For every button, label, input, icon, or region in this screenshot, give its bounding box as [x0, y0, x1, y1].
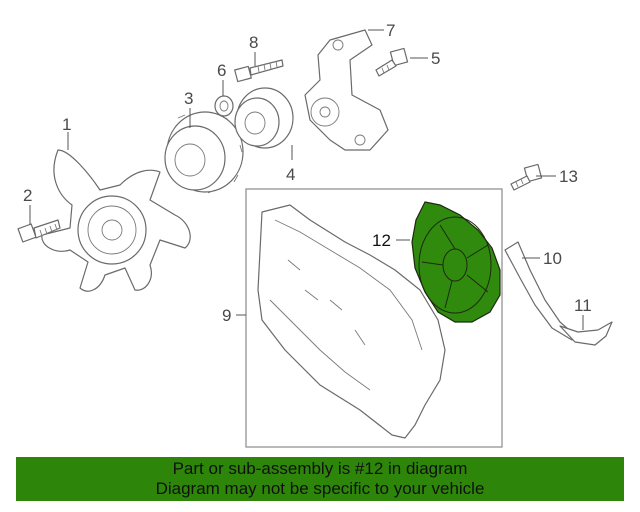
banner-line-2: Diagram may not be specific to your vehi…	[155, 479, 485, 498]
part-3-fan-clutch[interactable]	[164, 111, 244, 194]
callout-7: 7	[386, 21, 395, 40]
part-9-fan-shroud[interactable]	[257, 204, 446, 439]
callout-12: 12	[372, 231, 391, 250]
part-12-fan-motor-assembly[interactable]	[411, 201, 501, 323]
callout-8: 8	[249, 33, 258, 52]
part-5-bolt[interactable]	[375, 47, 409, 77]
part-10-bracket[interactable]	[504, 241, 577, 341]
callout-6: 6	[217, 61, 226, 80]
assembly-frame	[245, 188, 503, 448]
part-4-pulley[interactable]	[234, 87, 294, 149]
callout-10: 10	[543, 249, 562, 268]
part-8-bolt[interactable]	[234, 59, 284, 83]
part-2-bolt[interactable]	[17, 219, 61, 243]
leader-lines	[29, 29, 584, 330]
part-11-bracket[interactable]	[559, 321, 613, 346]
callout-5: 5	[431, 49, 440, 68]
callout-2: 2	[23, 186, 32, 205]
callout-9: 9	[222, 306, 231, 325]
banner-line-1: Part or sub-assembly is #12 in diagram	[172, 459, 468, 478]
part-1-fan-blade[interactable]	[41, 149, 191, 292]
callout-3: 3	[184, 89, 193, 108]
callout-13: 13	[559, 167, 578, 186]
callout-11: 11	[574, 296, 592, 315]
callout-4: 4	[286, 165, 295, 184]
part-7-bracket[interactable]	[304, 29, 389, 151]
parts-diagram: 1 2 3 4 5 6 7 8 9 10 11 12 13	[17, 21, 613, 448]
info-banner: Part or sub-assembly is #12 in diagram D…	[16, 457, 624, 501]
part-6-washer[interactable]	[214, 95, 234, 117]
part-13-bolt[interactable]	[510, 163, 543, 191]
callout-1: 1	[62, 115, 71, 134]
